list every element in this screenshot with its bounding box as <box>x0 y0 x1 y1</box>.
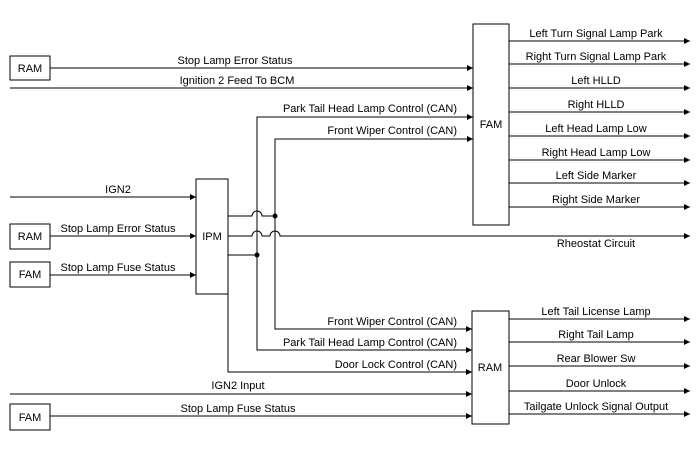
rheostat-circuit-line <box>228 230 690 239</box>
ignition-2-feed-label: Ignition 2 Feed To BCM <box>180 75 295 87</box>
ign2-input-label: IGN2 Input <box>211 380 264 392</box>
ram-top-box <box>9 55 51 81</box>
park-tail-head-can-top-line <box>256 114 473 255</box>
fam-output-label: Left Turn Signal Lamp Park <box>529 28 663 40</box>
ram-output-label: Tailgate Unlock Signal Output <box>524 401 668 413</box>
ipm-box <box>195 178 229 295</box>
fam-output-label: Right Head Lamp Low <box>542 147 651 159</box>
ram-output-label: Door Unlock <box>566 378 627 390</box>
stop-lamp-error-status-label: Stop Lamp Error Status <box>178 55 293 67</box>
ram-output-label: Right Tail Lamp <box>558 329 634 341</box>
fam-bottom-label: FAM <box>19 412 42 424</box>
ram-bottom-label: RAM <box>478 362 502 374</box>
door-lock-can-label: Door Lock Control (CAN) <box>335 359 457 371</box>
fam-output-label: Right Side Marker <box>552 194 640 206</box>
fam-output-lines <box>509 38 690 210</box>
park-tail-head-can-top-label: Park Tail Head Lamp Control (CAN) <box>283 103 457 115</box>
ipm-output-wiper-stub <box>228 210 275 217</box>
ram-bottom-box <box>471 310 510 425</box>
ram-left-label: RAM <box>18 231 42 243</box>
fam-left-box <box>9 261 51 288</box>
front-wiper-can-top-label: Front Wiper Control (CAN) <box>327 125 457 137</box>
fam-left-label: FAM <box>19 269 42 281</box>
ipm-label: IPM <box>202 231 222 243</box>
front-wiper-can-top-line <box>274 136 473 216</box>
front-wiper-can-bottom-line <box>274 216 472 332</box>
front-wiper-can-bottom-label: Front Wiper Control (CAN) <box>327 316 457 328</box>
stop-lamp-error-status-ipm-label: Stop Lamp Error Status <box>61 223 176 235</box>
fam-output-label: Right HLLD <box>568 99 625 111</box>
ram-top-label: RAM <box>18 63 42 75</box>
ram-output-label: Left Tail License Lamp <box>541 306 650 318</box>
door-lock-can-line <box>227 294 472 375</box>
stop-lamp-fuse-status-ipm-label: Stop Lamp Fuse Status <box>61 262 176 274</box>
stop-lamp-fuse-status-bottom-label: Stop Lamp Fuse Status <box>181 403 296 415</box>
rheostat-circuit-label: Rheostat Circuit <box>557 238 635 250</box>
ram-output-lines <box>509 316 690 417</box>
ram-output-label: Rear Blower Sw <box>557 353 636 365</box>
park-tail-head-can-bottom-line <box>256 255 472 353</box>
fam-output-label: Left Head Lamp Low <box>545 123 647 135</box>
park-tail-head-can-bottom-label: Park Tail Head Lamp Control (CAN) <box>283 337 457 349</box>
fam-bottom-box <box>9 403 51 431</box>
fam-output-label: Left Side Marker <box>556 170 637 182</box>
ign2-label: IGN2 <box>105 184 131 196</box>
fam-main-box <box>472 23 510 226</box>
fam-main-label: FAM <box>480 119 503 131</box>
fam-output-label: Right Turn Signal Lamp Park <box>526 51 667 63</box>
fam-output-label: Left HLLD <box>571 75 621 87</box>
